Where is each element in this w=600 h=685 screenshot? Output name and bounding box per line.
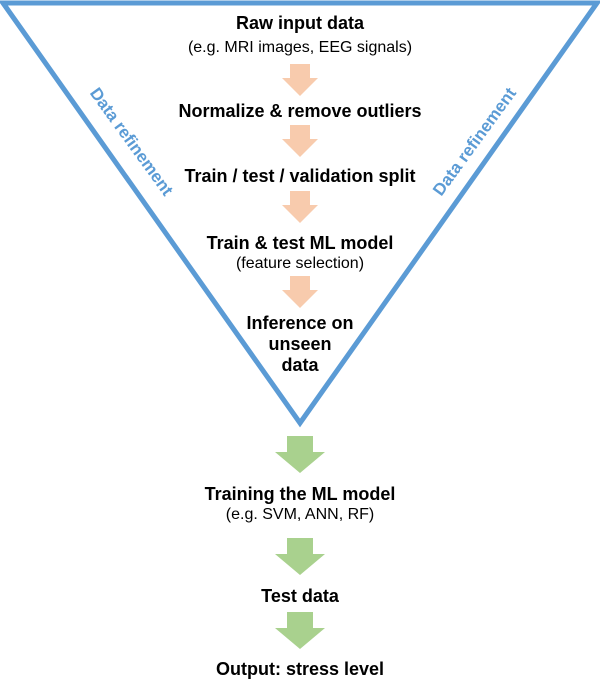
step-title: Normalize & remove outliers bbox=[178, 101, 422, 121]
refinement-funnel-triangle bbox=[0, 0, 600, 428]
down-arrow-1 bbox=[282, 64, 318, 96]
step-training-model: Training the ML model (e.g. SVM, ANN, RF… bbox=[0, 484, 600, 524]
step-title-line: unseen bbox=[268, 334, 332, 354]
down-arrow-4 bbox=[282, 276, 318, 308]
step-output: Output: stress level bbox=[0, 659, 600, 680]
step-title: Train & test ML model bbox=[206, 233, 394, 253]
down-arrow-7 bbox=[275, 612, 325, 649]
down-arrow-3 bbox=[282, 191, 318, 223]
step-test-data: Test data bbox=[0, 586, 600, 607]
step-inference: Inference on unseen data bbox=[0, 313, 600, 376]
step-subtitle: (e.g. MRI images, EEG signals) bbox=[187, 39, 413, 56]
step-title: Test data bbox=[261, 586, 339, 606]
step-title: Train / test / validation split bbox=[184, 166, 416, 186]
step-train-test-model: Train & test ML model (feature selection… bbox=[0, 233, 600, 273]
down-arrow-5 bbox=[275, 436, 325, 473]
step-subtitle: (feature selection) bbox=[235, 255, 365, 272]
step-title: Output: stress level bbox=[215, 659, 385, 679]
step-normalize: Normalize & remove outliers bbox=[0, 101, 600, 122]
step-split: Train / test / validation split bbox=[0, 166, 600, 187]
step-title: Raw input data bbox=[235, 13, 364, 33]
down-arrow-6 bbox=[275, 538, 325, 575]
step-raw-input: Raw input data (e.g. MRI images, EEG sig… bbox=[0, 13, 600, 57]
step-title-line: Inference on bbox=[246, 313, 354, 333]
step-title-line: data bbox=[281, 355, 319, 375]
step-title: Training the ML model bbox=[204, 484, 396, 504]
step-subtitle: (e.g. SVM, ANN, RF) bbox=[225, 506, 375, 523]
down-arrow-2 bbox=[282, 125, 318, 157]
